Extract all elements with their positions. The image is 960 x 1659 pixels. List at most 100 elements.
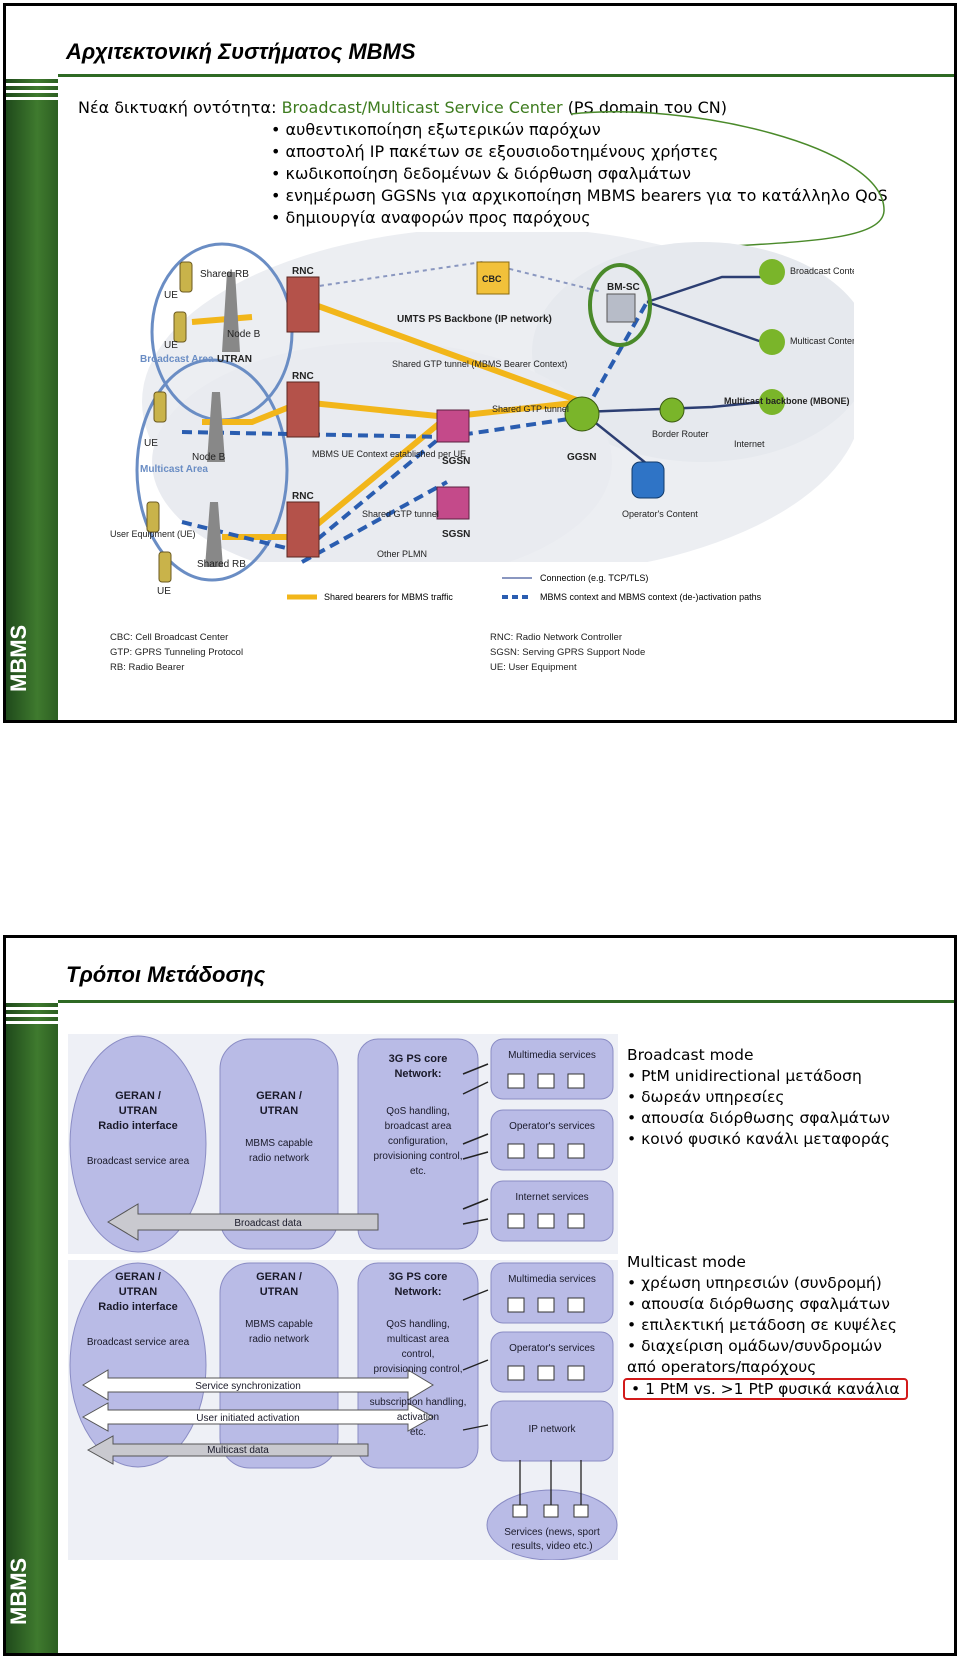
label-sgsn: SGSN	[442, 529, 470, 540]
sidebar-stripes	[6, 1000, 58, 1028]
border-router-node	[659, 397, 685, 423]
d2-mbms-capable: MBMS capable	[245, 1319, 313, 1330]
d2-core-desc: control,	[402, 1349, 435, 1360]
d2-radio-interface: Radio interface	[98, 1301, 177, 1313]
d1-radio-interface: Radio interface	[98, 1120, 177, 1132]
multicast-heading: Multicast mode	[627, 1253, 746, 1271]
provider-node	[759, 329, 785, 355]
legend-connection: Connection (e.g. TCP/TLS)	[540, 573, 648, 583]
slide-title: Αρχιτεκτονική Συστήματος MBMS	[66, 39, 416, 64]
label-broadcast-provider: Broadcast Content Provider	[790, 266, 854, 276]
d1-operators: Operator's services	[509, 1121, 595, 1132]
broadcast-heading: Broadcast mode	[627, 1046, 754, 1064]
label-broadcast-area: Broadcast Area	[140, 354, 214, 365]
d1-geran: GERAN /	[115, 1090, 161, 1102]
cbc-node	[476, 261, 510, 295]
highlight-box: • 1 PtM vs. >1 PtP φυσικά κανάλια	[623, 1378, 908, 1400]
title-rule	[58, 1000, 954, 1003]
label-sgsn: SGSN	[442, 456, 470, 467]
abbreviations: CBC: Cell Broadcast Center GTP: GPRS Tun…	[110, 632, 645, 673]
title-rule	[58, 74, 954, 77]
legend-context: MBMS context and MBMS context (de-)activ…	[540, 592, 762, 602]
label-rnc: RNC	[292, 266, 314, 277]
bullet-item: • ενημέρωση GGSNs για αρχικοποίηση MBMS …	[271, 186, 888, 205]
d2-services: results, video etc.)	[511, 1541, 592, 1552]
d1-core-desc: QoS handling,	[386, 1106, 449, 1117]
abbr-item: CBC: Cell Broadcast Center	[110, 632, 228, 643]
multicast-data-arrow	[86, 1435, 369, 1465]
multicast-bullet: από operators/παρόχους	[627, 1358, 817, 1376]
label-backbone: UMTS PS Backbone (IP network)	[397, 314, 552, 325]
provider-node	[759, 259, 785, 285]
d2-broadcast-area: Broadcast service area	[87, 1337, 190, 1348]
sidebar-label: MBMS	[6, 624, 31, 692]
multicast-bullet: • χρέωση υπηρεσιών (συνδρομή)	[627, 1274, 882, 1292]
label-user-equipment: User Equipment (UE)	[110, 529, 196, 539]
slide-architecture: MBMS Αρχιτεκτονική Συστήματος MBMS Νέα δ…	[3, 3, 957, 723]
d1-utran-net: UTRAN	[260, 1105, 299, 1117]
d1-mbms-capable: MBMS capable	[245, 1138, 313, 1149]
d2-core-desc: QoS handling,	[386, 1319, 449, 1330]
broadcast-bullet: • PtM unidirectional μετάδοση	[627, 1067, 862, 1085]
d2-operators: Operator's services	[509, 1343, 595, 1354]
label-mbone: Multicast backbone (MBONE)	[724, 396, 850, 406]
label-node-b: Node B	[192, 452, 226, 463]
label-shared-gtp: Shared GTP tunnel	[362, 509, 439, 519]
legend-shared: Shared bearers for MBMS traffic	[324, 592, 453, 602]
multicast-bullet: • απουσία διόρθωσης σφαλμάτων	[627, 1295, 890, 1313]
d2-services: Services (news, sport	[504, 1527, 600, 1538]
bmsc-highlight	[588, 263, 652, 347]
d1-multimedia: Multimedia services	[508, 1050, 596, 1061]
sidebar-stripes	[6, 76, 58, 104]
legend: Connection (e.g. TCP/TLS) Shared bearers…	[287, 573, 762, 602]
d2-data-label: Multicast data	[207, 1445, 269, 1456]
label-shared-gtp: Shared GTP tunnel	[492, 404, 569, 414]
d1-internet: Internet services	[515, 1192, 588, 1203]
abbr-item: RB: Radio Bearer	[110, 662, 184, 673]
label-shared-gtp-mbms: Shared GTP tunnel (MBMS Bearer Context)	[392, 359, 567, 369]
ue-phones	[146, 261, 193, 583]
label-cbc: CBC	[482, 274, 502, 284]
d1-broadcast-area: Broadcast service area	[87, 1156, 190, 1167]
abbr-item: UE: User Equipment	[490, 662, 577, 673]
label-mbms-ue-context: MBMS UE Context established per UE	[312, 449, 466, 459]
d1-core-network: Network:	[394, 1068, 441, 1080]
d1-core-desc: etc.	[410, 1166, 426, 1177]
abbr-item: GTP: GPRS Tunneling Protocol	[110, 647, 243, 658]
operator-content-db	[631, 461, 665, 499]
d2-sync-label: Service synchronization	[195, 1381, 301, 1392]
d2-ip: IP network	[528, 1424, 576, 1435]
rnc-boxes	[286, 276, 320, 558]
d1-utran: UTRAN	[119, 1105, 158, 1117]
abbr-item: RNC: Radio Network Controller	[490, 632, 622, 643]
entity-name: Broadcast/Multicast Service Center	[281, 98, 563, 117]
d2-core-desc: subscription handling,	[370, 1397, 467, 1408]
label-ggsn: GGSN	[567, 452, 596, 463]
d1-core-desc: configuration,	[388, 1136, 448, 1147]
d2-utran-net: UTRAN	[260, 1286, 299, 1298]
sidebar: MBMS	[6, 76, 58, 720]
entity-prefix: Νέα δικτυακή οντότητα:	[78, 98, 277, 117]
multicast-bullet: • διαχείριση ομάδων/συνδρομών	[627, 1337, 882, 1355]
label-border-router: Border Router	[652, 429, 709, 439]
d1-core-desc: broadcast area	[385, 1121, 452, 1132]
architecture-diagram: UE UE UE UE Shared RB Shared RB Node B N…	[102, 232, 854, 682]
d1-core-desc: provisioning control,	[374, 1151, 463, 1162]
broadcast-data-arrow	[107, 1203, 379, 1241]
label-shared-rb: Shared RB	[200, 269, 249, 280]
sidebar-label: MBMS	[6, 1557, 31, 1625]
broadcast-bullet: • απουσία διόρθωσης σφαλμάτων	[627, 1109, 890, 1127]
sgsn-node	[436, 486, 470, 520]
multicast-bullet: • επιλεκτική μετάδοση σε κυψέλες	[627, 1316, 897, 1334]
d2-radio-network: radio network	[249, 1334, 310, 1345]
bullet-item: • αυθεντικοποίηση εξωτερικών παρόχων	[271, 120, 601, 139]
d2-core-desc: multicast area	[387, 1334, 450, 1345]
d1-geran-net: GERAN /	[256, 1090, 302, 1102]
node-b-towers	[205, 272, 240, 567]
d2-geran: GERAN /	[115, 1271, 161, 1283]
label-operators-content: Operator's Content	[622, 509, 698, 519]
label-rnc: RNC	[292, 371, 314, 382]
provider-node	[759, 389, 785, 415]
activation-arrow	[81, 1402, 435, 1432]
d2-user-label: User initiated activation	[196, 1413, 299, 1424]
